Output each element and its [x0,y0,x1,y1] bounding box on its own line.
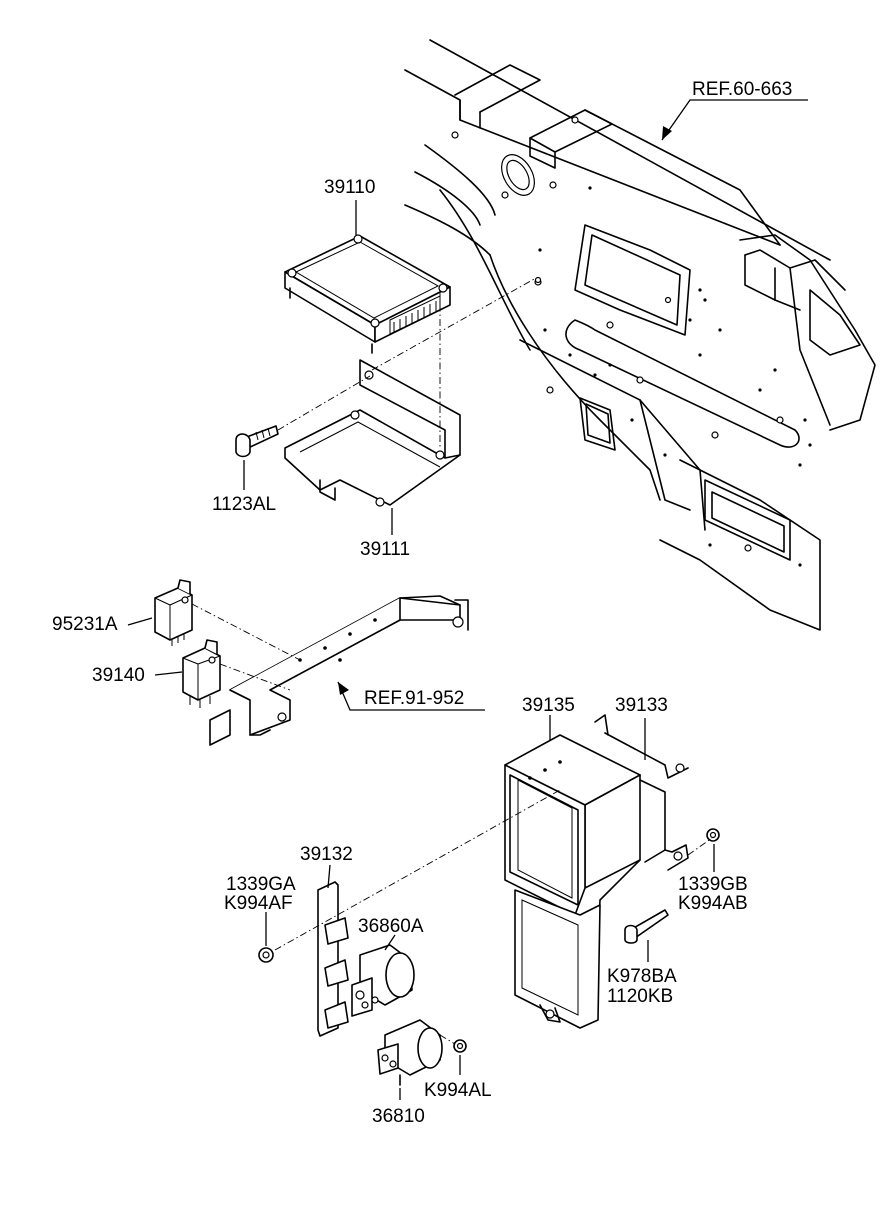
label-95231A: 95231A [52,614,118,635]
ecu-bracket [284,359,461,507]
label-1339GB: 1339GB [678,874,748,895]
nut-1339GB [706,828,720,842]
label-ref-91-952: REF.91-952 [364,688,464,709]
label-ref-60-663: REF.60-663 [692,79,792,100]
label-36860A: 36860A [358,916,424,937]
label-39135: 39135 [522,695,575,716]
label-39133: 39133 [615,695,668,716]
label-1123AL: 1123AL [212,494,276,515]
label-39111: 39111 [360,539,410,560]
label-36810: 36810 [372,1106,425,1127]
label-K978BA: K978BA [607,966,677,987]
leader-lines [127,99,808,1100]
label-39140: 39140 [92,665,145,686]
label-1120KB: 1120KB [607,986,673,1007]
relay-36860A [351,944,415,1017]
label-K994AL: K994AL [424,1080,492,1101]
body-panel [404,39,876,631]
fuse-box-lower-tray [514,889,601,1029]
label-1339GA: 1339GA [226,874,296,895]
relay-95231A [154,579,193,646]
nut-1339GA [258,947,274,963]
nut-K994AL [453,1039,467,1053]
ecu-module [284,234,451,354]
relay-bracket [209,595,469,746]
terminal-bracket [317,881,349,1037]
relay-39140 [182,639,221,708]
label-K994AF: K994AF [224,893,293,914]
relay-36810 [377,1019,443,1086]
bolt-1123AL [235,425,279,458]
bolt-K978BA [624,909,669,944]
fuse-box-cover [504,734,641,916]
label-K994AB: K994AB [678,893,748,914]
label-39110: 39110 [324,177,375,198]
label-39132: 39132 [300,844,353,865]
